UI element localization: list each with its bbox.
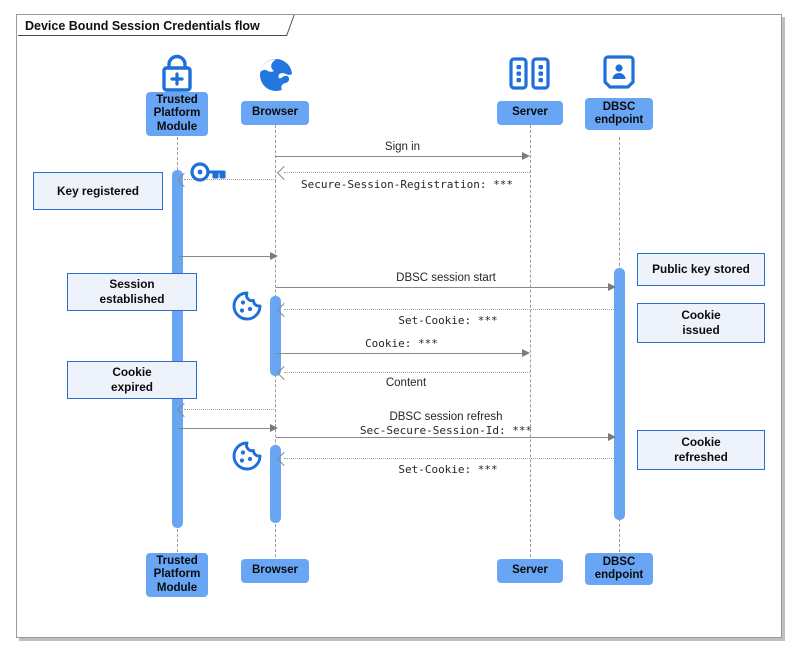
message-label-content: Content: [385, 377, 427, 389]
message-label-dbsc-session-refresh: DBSC session refresh Sec-Secure-Session-…: [278, 410, 614, 438]
message-arrow-dbsc-session-refresh: [608, 432, 616, 441]
actor-head-tpm-label: Trusted Platform Module: [153, 93, 201, 133]
message-line-dbsc-session-refresh: [276, 437, 612, 438]
note-cookie-expired-label: Cookie expired: [111, 365, 153, 394]
message-label-set-cookie-1: Set-Cookie: ***: [398, 314, 498, 327]
message-label-dbsc-session-refresh-line2: Sec-Secure-Session-Id: ***: [359, 424, 533, 437]
activation-bar-browser-2: [269, 445, 281, 523]
message-line-dbsc-session-start: [276, 287, 612, 288]
actor-head-server[interactable]: Server: [497, 101, 563, 125]
cookie-icon: [231, 290, 263, 322]
message-line-sign-in: [276, 156, 524, 157]
message-line-content: [284, 372, 530, 373]
actor-foot-server-label: Server: [512, 564, 548, 577]
message-label-sign-in: Sign in: [384, 141, 421, 153]
message-arrow-tpm-to-browser-2: [270, 423, 278, 432]
note-session-established-label: Session established: [99, 277, 165, 306]
actor-head-tpm[interactable]: Trusted Platform Module: [146, 92, 208, 136]
note-session-established: Session established: [67, 273, 197, 311]
message-arrow-tpm-to-browser-1: [270, 251, 278, 260]
note-cookie-issued: Cookie issued: [637, 303, 765, 343]
actor-foot-browser-label: Browser: [251, 564, 299, 577]
message-line-browser-to-tpm-2: [184, 409, 276, 410]
note-key-registered: Key registered: [33, 172, 163, 210]
actor-foot-browser[interactable]: Browser: [241, 559, 309, 583]
id-card-icon: [601, 54, 637, 94]
cookie-icon: [231, 440, 263, 472]
servers-icon: [508, 54, 552, 94]
note-cookie-refreshed: Cookie refreshed: [637, 430, 765, 470]
message-label-cookie: Cookie: ***: [365, 337, 438, 350]
key-icon: [190, 160, 228, 184]
actor-head-dbsc-label: DBSC endpoint: [594, 100, 644, 127]
message-label-dbsc-session-refresh-line1: DBSC session refresh: [389, 411, 503, 423]
message-label-dbsc-session-start: DBSC session start: [396, 272, 496, 284]
message-line-browser-to-tpm-1: [184, 179, 276, 180]
activation-bar-browser-1: [269, 296, 281, 376]
message-line-set-cookie-1: [284, 309, 614, 310]
note-key-registered-label: Key registered: [57, 183, 139, 198]
lock-plus-icon: [157, 52, 197, 94]
message-arrow-dbsc-session-start: [608, 282, 616, 291]
actor-foot-server[interactable]: Server: [497, 559, 563, 583]
note-cookie-expired: Cookie expired: [67, 361, 197, 399]
lifeline-server: [530, 125, 531, 557]
message-arrow-sign-in: [522, 151, 530, 160]
message-label-set-cookie-2: Set-Cookie: ***: [398, 463, 498, 476]
note-cookie-refreshed-label: Cookie refreshed: [674, 435, 728, 464]
actor-head-dbsc[interactable]: DBSC endpoint: [585, 98, 653, 130]
message-arrow-cookie: [522, 348, 530, 357]
actor-head-browser[interactable]: Browser: [241, 101, 309, 125]
globe-icon: [257, 56, 295, 94]
activation-bar-dbsc: [613, 268, 625, 520]
message-label-secure-session-registration: Secure-Session-Registration: ***: [301, 178, 513, 191]
actor-head-server-label: Server: [512, 106, 548, 119]
note-public-key-stored: Public key stored: [637, 253, 765, 286]
message-line-tpm-to-browser-2: [178, 428, 272, 429]
message-line-tpm-to-browser-1: [178, 256, 272, 257]
actor-foot-dbsc-label: DBSC endpoint: [594, 555, 644, 582]
diagram-title: Device Bound Session Credentials flow: [18, 16, 287, 36]
actor-foot-tpm[interactable]: Trusted Platform Module: [146, 553, 208, 597]
actor-foot-tpm-label: Trusted Platform Module: [153, 554, 201, 594]
message-line-secure-session-registration: [284, 172, 530, 173]
message-line-set-cookie-2: [284, 458, 614, 459]
activation-bar-tpm: [171, 170, 183, 528]
note-cookie-issued-label: Cookie issued: [681, 308, 721, 337]
note-public-key-stored-label: Public key stored: [652, 262, 750, 276]
actor-head-browser-label: Browser: [251, 106, 299, 119]
actor-foot-dbsc[interactable]: DBSC endpoint: [585, 553, 653, 585]
message-line-cookie: [276, 353, 524, 354]
